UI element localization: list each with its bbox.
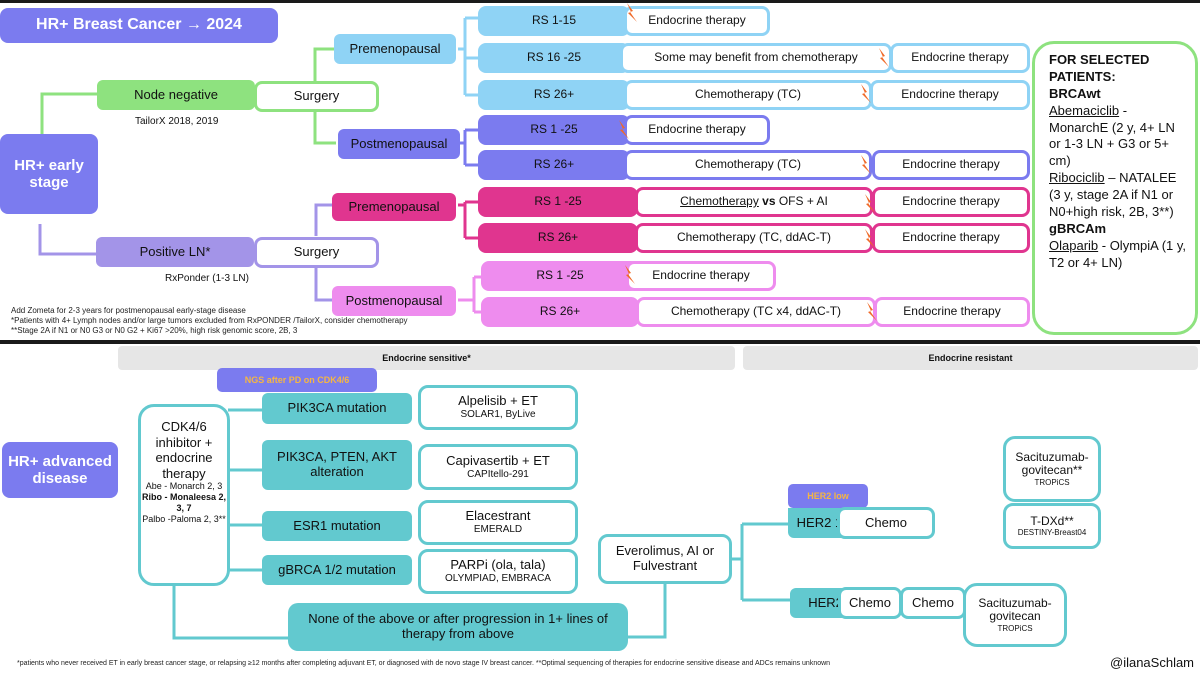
premenopausal-positive-ln: Premenopausal: [332, 193, 456, 221]
lightning-bolt-icon: [865, 194, 875, 213]
drug-box: PARPi (ola, tala)OLYMPIAD, EMBRACA: [418, 549, 578, 594]
endocrine-sensitive-header: Endocrine sensitive*: [118, 346, 735, 370]
rs-row-label: RS 26+: [478, 80, 630, 110]
therapy-box: Endocrine therapy: [624, 115, 770, 145]
endocrine-therapy-box: Endocrine therapy: [874, 297, 1030, 327]
therapy-box: Endocrine therapy: [626, 261, 776, 291]
mutation-box: ESR1 mutation: [262, 511, 412, 541]
mutation-box: PIK3CA mutation: [262, 393, 412, 424]
lightning-bolt-icon: [879, 48, 889, 67]
lightning-bolt-icon: [861, 84, 871, 103]
therapy-box: Chemotherapy vs OFS + AI: [635, 187, 873, 217]
mutation-box: PIK3CA, PTEN, AKT alteration: [262, 440, 412, 490]
tailorx-trial-label: TailorX 2018, 2019: [135, 116, 219, 127]
chemo-box: Chemo: [837, 507, 935, 539]
rs-row-label: RS 26+: [481, 297, 639, 327]
lightning-bolt-icon: [865, 229, 875, 248]
node-negative-node: Node negative: [97, 80, 255, 110]
top-border: [0, 0, 1200, 3]
note-excluded-patients: *Patients with 4+ Lymph nodes and/or lar…: [11, 316, 408, 325]
abe-trial: Abe - Monarch 2, 3: [145, 481, 223, 492]
therapy-box: Chemotherapy (TC): [624, 80, 872, 110]
rs-row-label: RS 1 -25: [481, 261, 639, 291]
premenopausal-node-negative: Premenopausal: [334, 34, 456, 64]
section-divider: [0, 340, 1200, 344]
ngs-label: NGS after PD on CDK4/6: [217, 368, 377, 392]
hr-advanced-disease-node: HR+ advanced disease: [2, 442, 118, 498]
therapy-box: Chemotherapy (TC): [624, 150, 872, 180]
rs-row-label: RS 26+: [478, 223, 638, 253]
therapy-box: Chemotherapy (TC x4, ddAC-T): [636, 297, 876, 327]
endocrine-therapy-box: Endocrine therapy: [872, 187, 1030, 217]
surgery-positive-ln: Surgery: [254, 237, 379, 268]
lightning-bolt-icon: [619, 120, 629, 139]
tdxd-box: T-DXd**DESTINY-Breast04: [1003, 503, 1101, 549]
postmenopausal-positive-ln: Postmenopausal: [332, 286, 456, 316]
author-credit: @ilanaSchlam: [1110, 655, 1195, 670]
everolimus-box: Everolimus, AI or Fulvestrant: [598, 534, 732, 584]
page-title: HR+ Breast Cancer → 2024: [0, 8, 278, 43]
selected-patients-panel: FOR SELECTED PATIENTS: BRCAwt Abemacicli…: [1032, 41, 1198, 335]
gbrcam-label: gBRCAm: [1049, 220, 1107, 236]
abemaciclib-entry: Abemaciclib - MonarchE (2 y, 4+ LN or 1-…: [1049, 102, 1175, 169]
endocrine-resistant-header: Endocrine resistant: [743, 346, 1198, 370]
rs-row-label: RS 1-15: [478, 6, 630, 36]
brcawt-label: BRCAwt: [1049, 85, 1101, 101]
cdk46-title: CDK4/6 inhibitor + endocrine therapy: [155, 419, 213, 481]
postmenopausal-node-negative: Postmenopausal: [338, 129, 460, 159]
rs-row-label: RS 1 -25: [478, 115, 630, 145]
none-of-above-box: None of the above or after progression i…: [288, 603, 628, 651]
chemo-vs-ofs-text: Chemotherapy vs OFS + AI: [680, 194, 828, 209]
cdk46-therapy-box: CDK4/6 inhibitor + endocrine therapy Abe…: [138, 404, 230, 586]
ribociclib-entry: Ribociclib – NATALEE (3 y, stage 2A if N…: [1049, 170, 1177, 220]
lightning-bolt-icon: [625, 265, 635, 284]
note-zometa: Add Zometa for 2-3 years for postmenopau…: [11, 306, 246, 315]
rs-row-label: RS 26+: [478, 150, 630, 180]
rs-row-label: RS 1 -25: [478, 187, 638, 217]
therapy-box: Some may benefit from chemotherapy: [620, 43, 892, 73]
chemo-box: Chemo: [900, 587, 966, 619]
olaparib-entry: Olaparib - OlympiA (1 y, T2 or 4+ LN): [1049, 237, 1187, 270]
note-stage-definition: **Stage 2A if N1 or N0 G3 or N0 G2 + Ki6…: [11, 326, 298, 335]
endocrine-therapy-box: Endocrine therapy: [872, 150, 1030, 180]
therapy-box: Endocrine therapy: [624, 6, 770, 36]
positive-ln-node: Positive LN*: [96, 237, 254, 267]
endocrine-therapy-box: Endocrine therapy: [890, 43, 1030, 73]
selected-heading: FOR SELECTED PATIENTS:: [1049, 52, 1150, 84]
endocrine-therapy-box: Endocrine therapy: [872, 223, 1030, 253]
mutation-box: gBRCA 1/2 mutation: [262, 555, 412, 585]
surgery-node-negative: Surgery: [254, 81, 379, 112]
lightning-bolt-icon: [627, 3, 637, 22]
lightning-bolt-icon: [861, 155, 871, 174]
advanced-footnote: *patients who never received ET in early…: [17, 660, 831, 667]
hr-early-stage-node: HR+ early stage: [0, 134, 98, 214]
ribo-trial: Ribo - Monaleesa 2, 3, 7: [141, 492, 227, 513]
lightning-bolt-icon: [867, 302, 877, 321]
endocrine-therapy-box: Endocrine therapy: [870, 80, 1030, 110]
rxponder-trial-label: RxPonder (1-3 LN): [165, 273, 249, 284]
chemo-box: Chemo: [838, 587, 902, 619]
therapy-box: Chemotherapy (TC, ddAC-T): [635, 223, 873, 253]
her2-low-label: HER2 low: [788, 484, 868, 508]
palbo-trial: Palbo -Paloma 2, 3**: [142, 513, 226, 524]
sacituzumab-box: Sacituzumab-govitecan**TROPiCS: [1003, 436, 1101, 502]
rs-row-label: RS 16 -25: [478, 43, 630, 73]
